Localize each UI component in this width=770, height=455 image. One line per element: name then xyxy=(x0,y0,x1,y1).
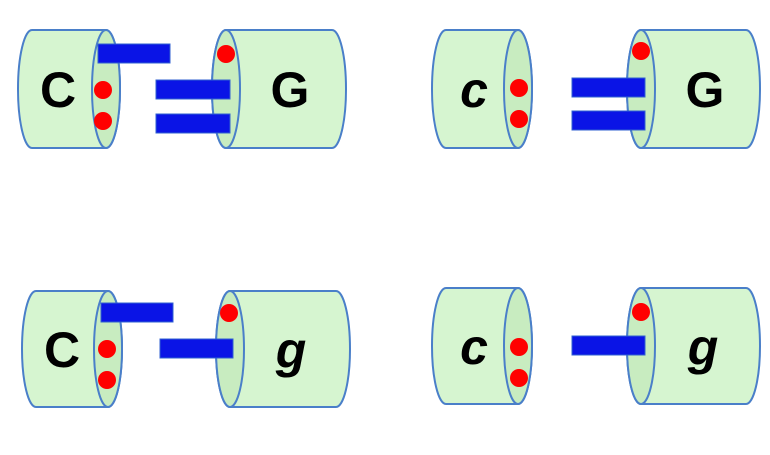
panel-2-left-label: c xyxy=(460,62,488,118)
panel-1-left-label: C xyxy=(40,62,76,118)
panel-4-left-dot-1 xyxy=(510,338,528,356)
panel-3-left-dot-2 xyxy=(98,371,116,389)
panel-4-right-label: g xyxy=(687,319,719,375)
panel-2-right-bar-2 xyxy=(571,110,646,131)
panel-2-right-cylinder: G xyxy=(626,29,761,149)
panel-2-right-label: G xyxy=(686,62,725,118)
panel-1-right-bar-1 xyxy=(155,79,231,100)
panel-1-right-label: G xyxy=(271,62,310,118)
panel-1-right-cylinder: G xyxy=(211,29,347,149)
panel-3-right-cylinder: g xyxy=(215,290,351,408)
panel-3: C g xyxy=(21,290,351,408)
panel-1-right-bar-2 xyxy=(155,113,231,134)
panel-2: c G xyxy=(431,29,761,149)
panel-1-left-bar xyxy=(97,43,171,64)
panel-2-left-dot-2 xyxy=(510,110,528,128)
panel-2-left-cylinder: c xyxy=(431,29,533,149)
panel-3-right-label: g xyxy=(275,322,307,378)
panel-2-right-bar-1 xyxy=(571,77,646,98)
panel-2-right-dot xyxy=(632,42,650,60)
panel-1-right-dot xyxy=(217,45,235,63)
panel-2-left-dot-1 xyxy=(510,79,528,97)
panel-4-left-dot-2 xyxy=(510,369,528,387)
panel-4-right-bar xyxy=(571,335,646,356)
panel-1: C G xyxy=(17,29,347,149)
panel-4-left-cylinder: c xyxy=(431,287,533,405)
panel-3-right-bar xyxy=(159,338,234,359)
panel-3-left-label: C xyxy=(44,322,80,378)
panel-3-right-dot xyxy=(220,304,238,322)
panel-4-right-cylinder: g xyxy=(626,287,761,405)
panel-4: c g xyxy=(431,287,761,405)
panel-1-left-dot-2 xyxy=(94,112,112,130)
panel-3-left-bar xyxy=(100,302,174,323)
panel-3-left-dot-1 xyxy=(98,340,116,358)
panel-4-right-dot xyxy=(632,303,650,321)
panel-1-left-dot-1 xyxy=(94,81,112,99)
panel-4-left-label: c xyxy=(460,319,488,375)
